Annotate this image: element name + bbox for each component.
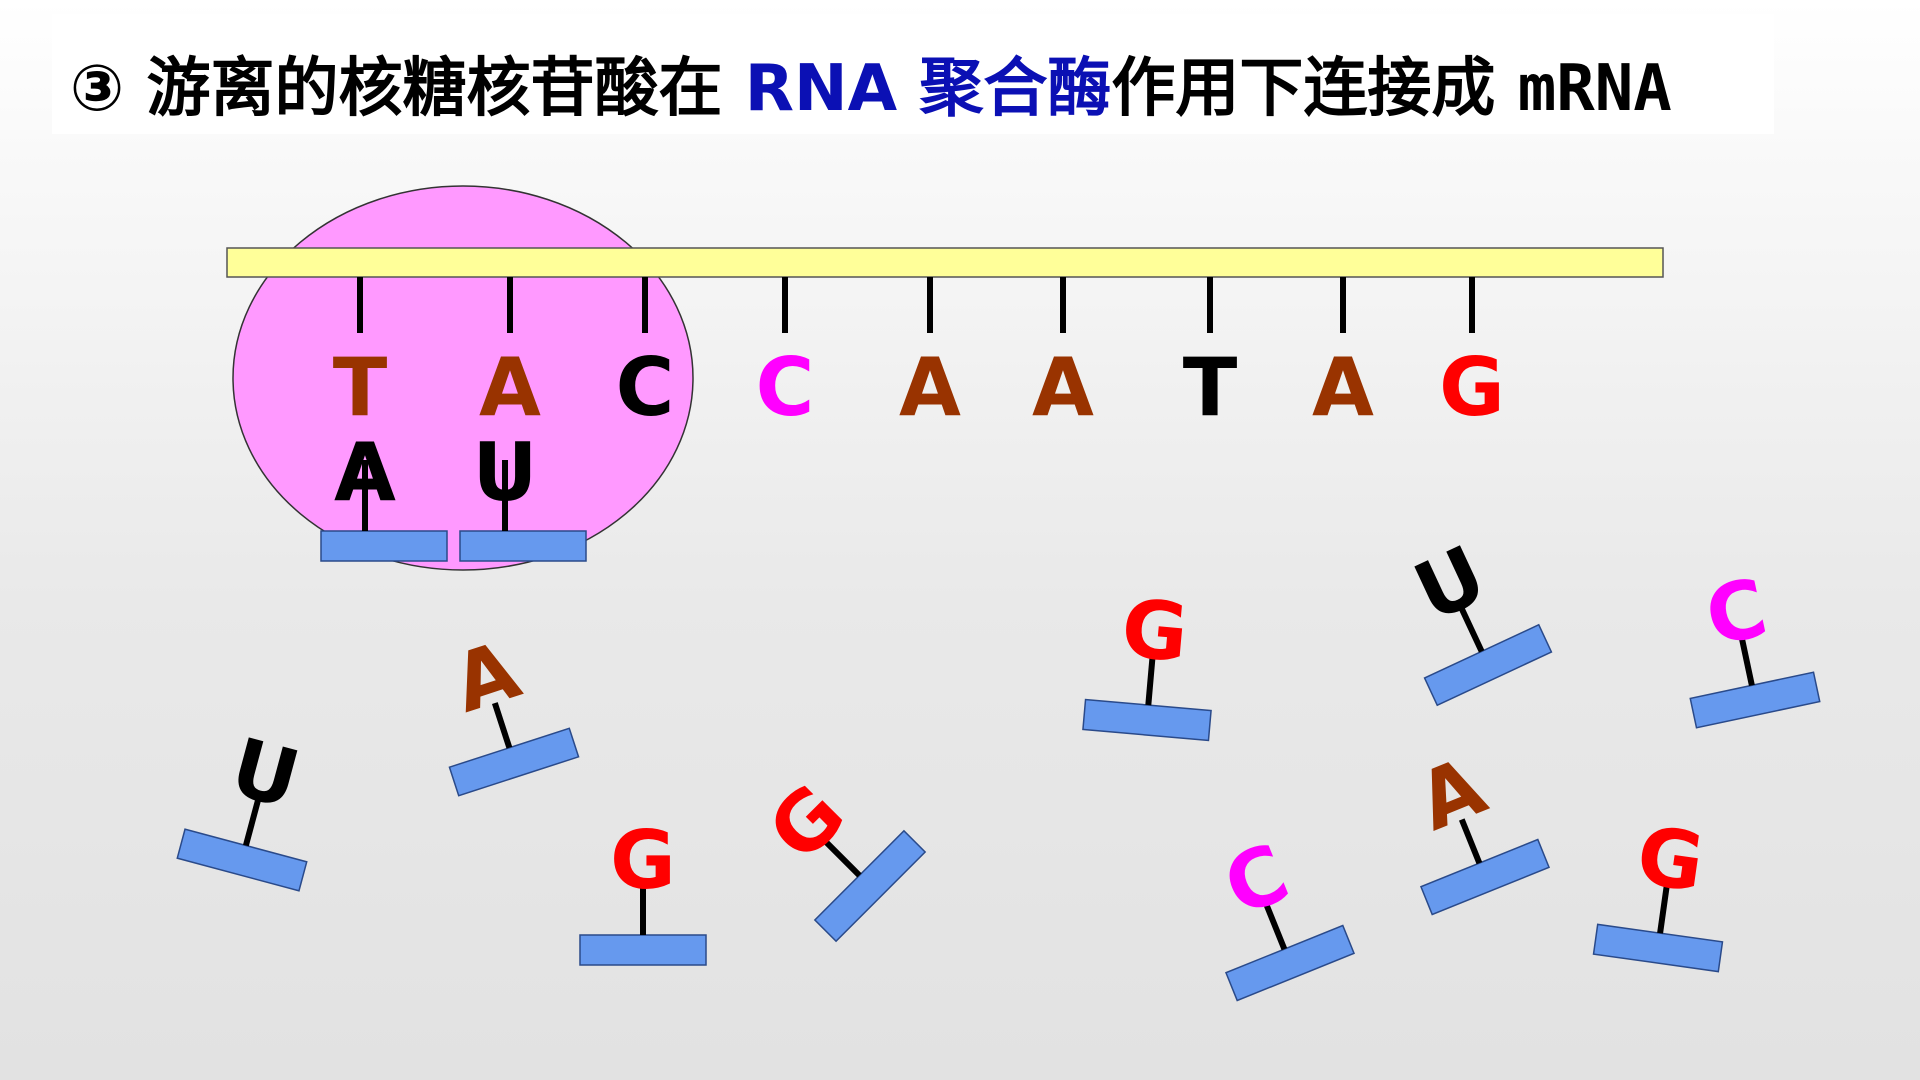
template-base-letter: T <box>1183 341 1238 434</box>
free-nucleotide: C <box>1689 561 1821 729</box>
nucleotide-stick <box>242 799 261 847</box>
ribose-phosphate-bar <box>1423 623 1553 707</box>
template-base-letter: C <box>756 341 815 434</box>
free-nucleotide: A <box>443 623 580 797</box>
title-product: mRNA <box>1517 52 1672 126</box>
free-nucleotide: G <box>1082 582 1212 742</box>
title-part1: 游离的核糖核苷酸在 <box>146 52 723 126</box>
template-base: G <box>1439 277 1505 434</box>
ribose-phosphate-bar <box>459 530 587 562</box>
nucleotide-stick <box>491 702 513 749</box>
template-base-letter: A <box>1312 341 1374 434</box>
free-nucleotide: C <box>1212 826 1356 1002</box>
template-base: A <box>1032 277 1094 434</box>
template-base: C <box>756 277 815 434</box>
ribose-phosphate-bar <box>579 934 707 966</box>
nucleotide-stick <box>1145 657 1156 706</box>
slide-title: ③ 游离的核糖核苷酸在 RNA 聚合酶作用下连接成 mRNA <box>70 44 1672 134</box>
free-base-letter: A <box>443 623 531 731</box>
free-base-letter: A <box>1405 739 1497 848</box>
nucleotide-stick <box>824 840 862 878</box>
free-nucleotide: G <box>1592 809 1724 973</box>
dna-template-strand <box>226 247 1664 278</box>
free-base-letter: C <box>1698 561 1775 664</box>
free-base-letter: C <box>1212 826 1301 934</box>
template-base: A <box>1312 277 1374 434</box>
nucleotide-stick <box>1263 904 1288 951</box>
ribose-phosphate-bar <box>320 530 448 562</box>
template-base-letter: A <box>899 341 961 434</box>
template-base: A <box>479 277 541 434</box>
free-nucleotide: G <box>579 814 707 966</box>
paired-nucleotide: U <box>459 426 587 562</box>
title-band <box>52 14 1774 134</box>
step-number: ③ <box>70 52 125 126</box>
template-base: T <box>333 277 388 434</box>
ribose-phosphate-bar <box>1592 923 1724 973</box>
template-base-letter: A <box>1032 341 1094 434</box>
rna-polymerase-ellipse <box>232 185 694 571</box>
template-base-letter: G <box>1439 341 1505 434</box>
free-base-letter: G <box>1631 809 1709 910</box>
ribose-phosphate-bar <box>176 828 308 892</box>
nucleotide-stick <box>1459 607 1485 653</box>
template-base: A <box>899 277 961 434</box>
template-base-letter: T <box>333 341 388 434</box>
nucleotide-stick <box>1739 638 1755 686</box>
template-base: C <box>616 277 675 434</box>
ribose-phosphate-bar <box>1082 698 1212 742</box>
free-nucleotide: G <box>751 767 927 943</box>
template-base: T <box>1183 277 1238 434</box>
free-base-letter: U <box>1401 528 1499 640</box>
nucleotide-stick <box>1657 886 1670 934</box>
ribose-phosphate-bar <box>1689 671 1821 729</box>
ribose-phosphate-bar <box>448 727 580 797</box>
title-rna: RNA <box>744 52 898 126</box>
template-base-letter: A <box>479 341 541 434</box>
free-nucleotide: A <box>1405 739 1551 916</box>
free-nucleotide: U <box>176 720 309 892</box>
nucleotide-stick <box>1458 818 1483 865</box>
title-enzyme: 聚合酶 <box>919 52 1112 126</box>
template-base-letter: C <box>616 341 675 434</box>
free-base-letter: U <box>222 720 309 827</box>
paired-base-letter: U <box>473 426 538 519</box>
free-nucleotide: U <box>1401 528 1553 707</box>
paired-nucleotide: A <box>320 426 448 562</box>
title-part2: 作用下连接成 <box>1111 52 1496 126</box>
ribose-phosphate-bar <box>1419 838 1551 916</box>
free-base-letter: G <box>610 814 676 907</box>
free-base-letter: G <box>1118 582 1192 680</box>
ribose-phosphate-bar <box>1224 924 1356 1002</box>
paired-base-letter: A <box>334 426 396 519</box>
